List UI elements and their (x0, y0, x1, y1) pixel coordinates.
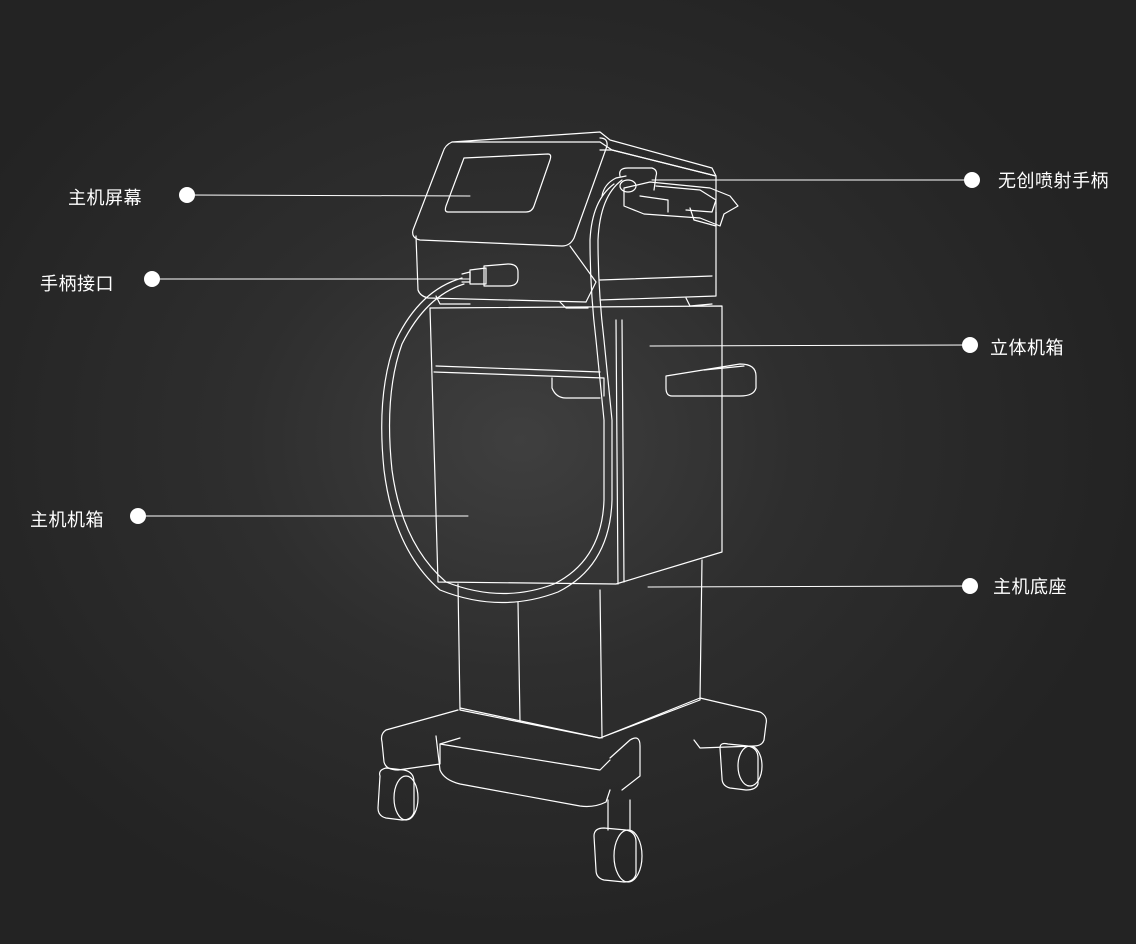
label-needle-free-handpiece: 无创喷射手柄 (998, 171, 1109, 192)
main-cabinet (429, 305, 757, 585)
wheel-front (593, 827, 637, 883)
callout-line-screen (187, 194, 471, 197)
dot-box (962, 337, 978, 353)
callouts (137, 179, 973, 588)
label-host-base: 主机底座 (993, 577, 1067, 598)
wheel-left (377, 767, 415, 821)
base-platform (377, 697, 767, 883)
head-unit (412, 131, 717, 309)
dot-screen (179, 187, 195, 203)
dot-base (962, 578, 978, 594)
screen-panel (444, 153, 552, 213)
base-column (457, 559, 703, 739)
label-stereo-box: 立体机箱 (990, 338, 1064, 359)
callout-line-base (647, 585, 971, 588)
handpiece-holder (601, 167, 739, 227)
dot-cabinet (130, 508, 146, 524)
dot-port (144, 271, 160, 287)
label-host-cabinet: 主机机箱 (30, 510, 104, 531)
hose (381, 179, 623, 604)
callout-line-box (649, 344, 971, 347)
label-host-screen: 主机屏幕 (68, 188, 142, 209)
label-handle-port: 手柄接口 (40, 274, 114, 295)
wheel-right (719, 742, 759, 791)
callout-dots (130, 172, 980, 594)
handle-port-connector (461, 263, 519, 287)
side-handle (665, 363, 757, 397)
dot-handpiece (964, 172, 980, 188)
